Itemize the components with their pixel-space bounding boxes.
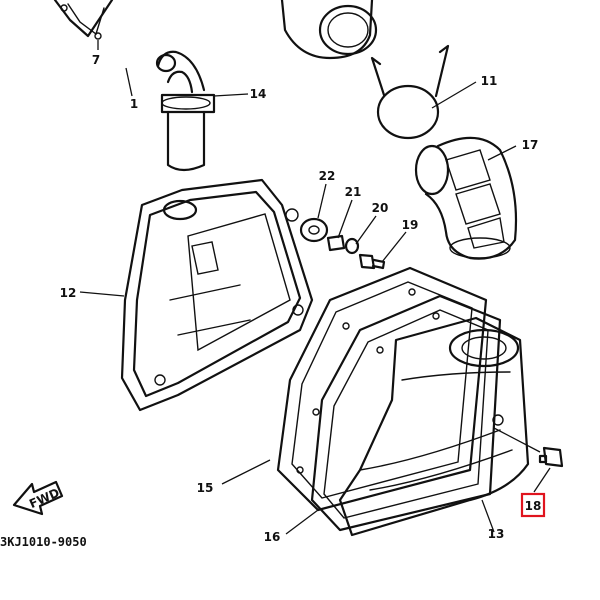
callout-1: 1	[130, 97, 138, 111]
callout-14: 14	[250, 87, 267, 101]
part-18-screw	[538, 446, 564, 468]
part-20-washer	[344, 237, 360, 255]
part-15-gasket	[276, 266, 488, 512]
drawing-code: 3KJ1010-9050	[0, 535, 87, 549]
callout-7: 7	[92, 53, 100, 67]
part-19-bolt	[358, 253, 386, 270]
callout-21: 21	[345, 185, 362, 199]
callout-15: 15	[197, 481, 214, 495]
callout-11: 11	[481, 74, 498, 88]
callout-16: 16	[264, 530, 281, 544]
part-17-intake-duct	[414, 136, 518, 260]
fwd-arrow: FWD	[12, 480, 64, 516]
callout-12: 12	[60, 286, 77, 300]
part-21-collar	[326, 234, 346, 252]
callout-18-highlight[interactable]: 18	[520, 492, 546, 518]
part-14-elbow-tube	[155, 50, 216, 172]
callout-19: 19	[402, 218, 419, 232]
part-1-housing	[280, 0, 378, 60]
callout-22: 22	[319, 169, 336, 183]
part-7-gasket	[53, 0, 114, 40]
callout-20: 20	[372, 201, 389, 215]
part-11-clip	[370, 44, 450, 140]
part-16-filter-element	[310, 294, 502, 532]
callout-13: 13	[488, 527, 505, 541]
part-12-airbox-case	[120, 178, 314, 412]
part-22-grommet	[299, 217, 329, 243]
part-13-airbox-cover	[338, 316, 530, 537]
leader-lines	[79, 40, 551, 535]
callout-17: 17	[522, 138, 539, 152]
callout-18[interactable]: 18	[525, 499, 542, 513]
callout-18-highlight-box	[520, 492, 546, 518]
